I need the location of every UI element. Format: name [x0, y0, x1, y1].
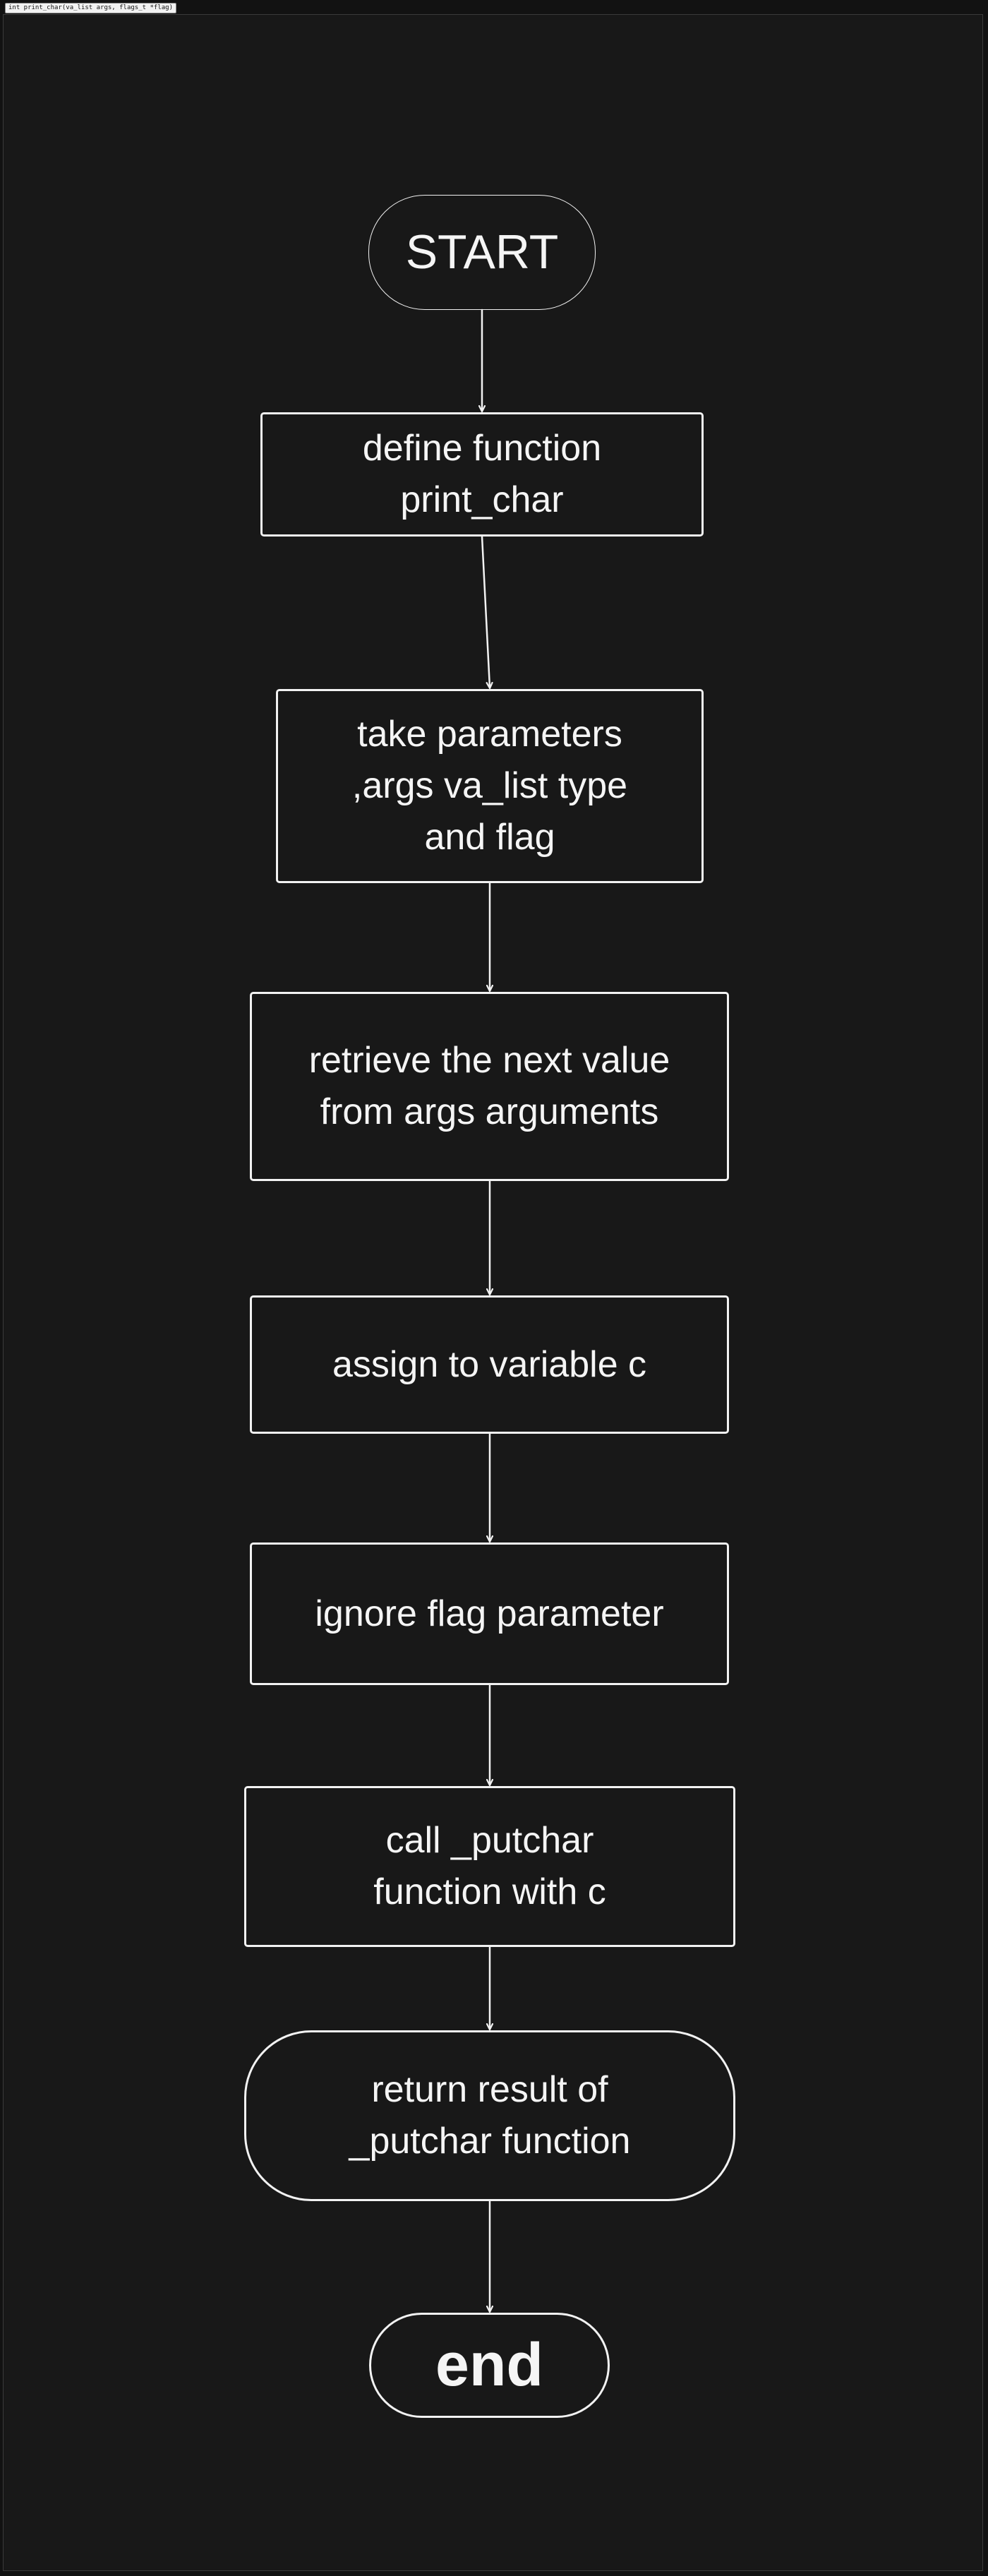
assign-variable-node[interactable]: assign to variable c: [250, 1295, 729, 1434]
end-node[interactable]: end: [369, 2313, 610, 2418]
retrieve-value-node[interactable]: retrieve the next value from args argume…: [250, 992, 729, 1181]
ignore-flag-node[interactable]: ignore flag parameter: [250, 1542, 729, 1685]
start-node[interactable]: START: [368, 195, 596, 310]
take-parameters-node[interactable]: take parameters ,args va_list type and f…: [276, 689, 704, 883]
call-putchar-node[interactable]: call _putchar function with c: [244, 1786, 735, 1947]
frame-title: int print_char(va_list args, flags_t *fl…: [5, 3, 176, 13]
return-result-node[interactable]: return result of _putchar function: [244, 2030, 735, 2201]
define-function-node[interactable]: define function print_char: [260, 412, 704, 537]
